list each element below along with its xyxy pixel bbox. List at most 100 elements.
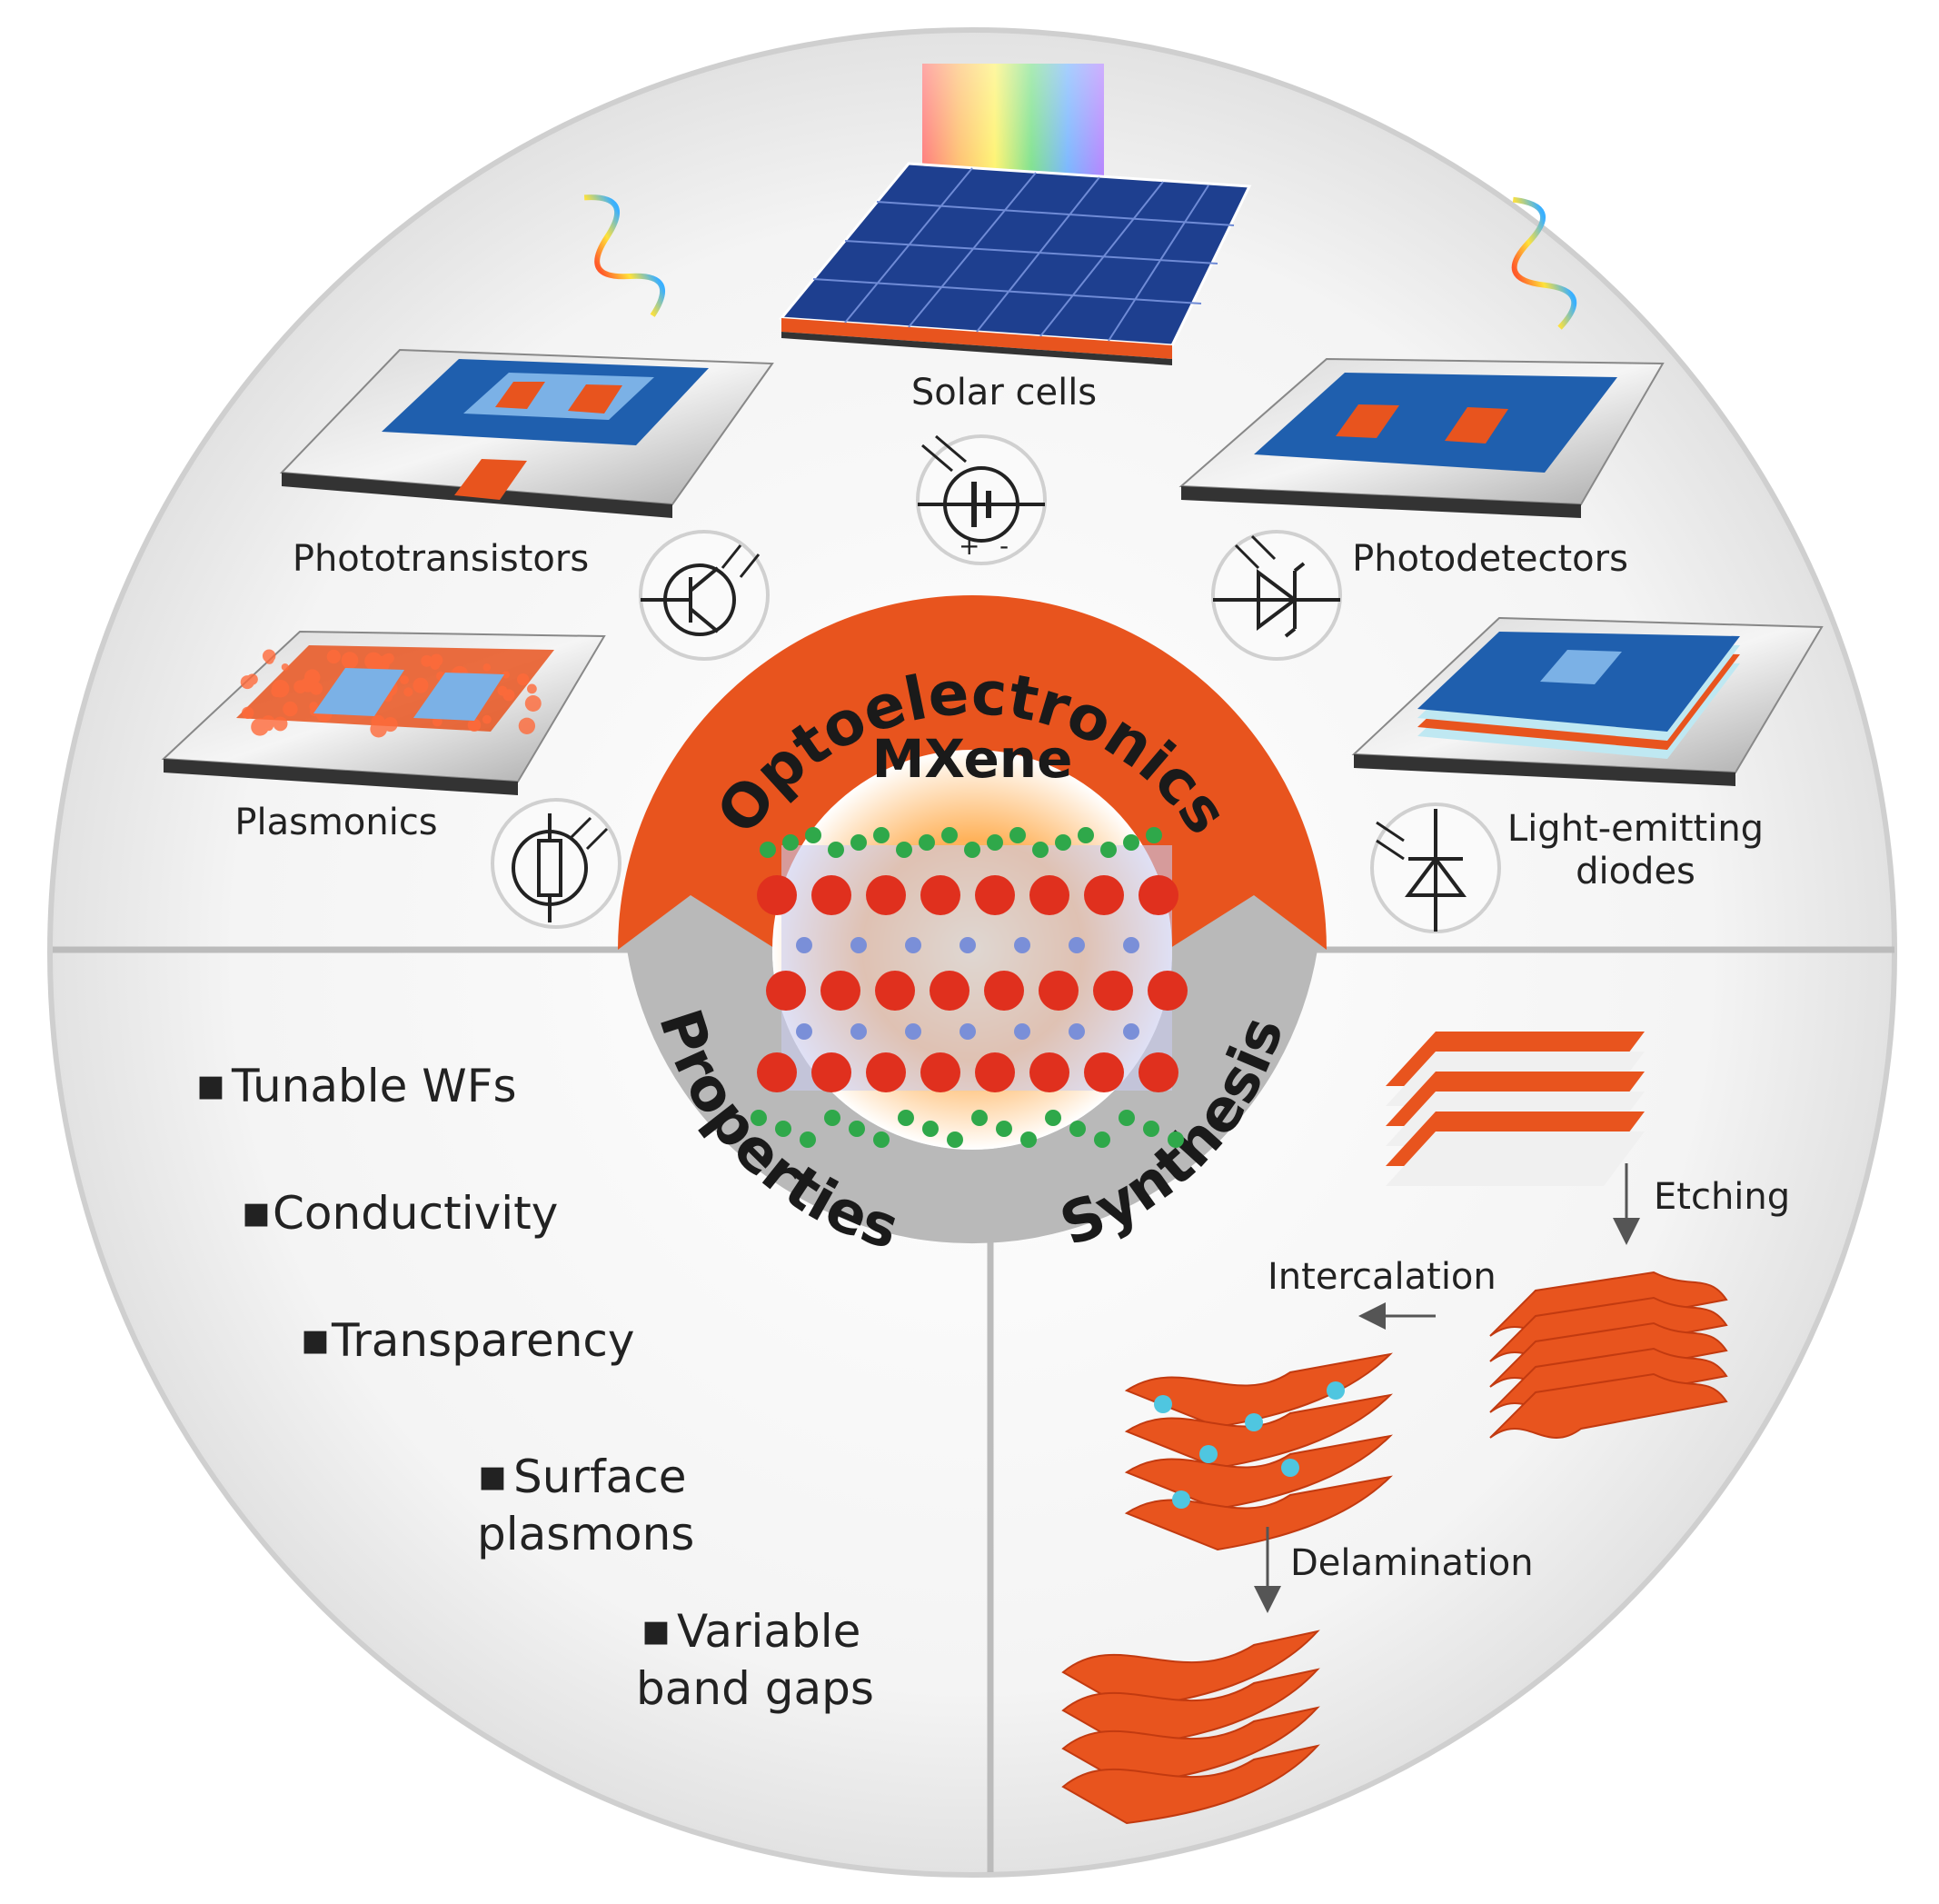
green-atom bbox=[919, 834, 935, 851]
led-label-line2: diodes bbox=[1576, 851, 1695, 892]
green-atom bbox=[760, 842, 776, 858]
plasmon-particle bbox=[482, 714, 492, 724]
red-atom bbox=[757, 875, 797, 915]
red-atom bbox=[975, 1052, 1015, 1092]
red-atom bbox=[757, 1052, 797, 1092]
property-plasmons: plasmons bbox=[477, 1508, 694, 1560]
property-bullet: ▪ bbox=[300, 1312, 331, 1365]
blue-atom bbox=[960, 937, 976, 953]
intercalated-layer bbox=[1124, 1393, 1393, 1470]
plasmon-particle bbox=[382, 653, 393, 665]
plasmonics-label: Plasmonics bbox=[234, 802, 437, 843]
blue-atom bbox=[1123, 937, 1139, 953]
red-atom bbox=[1029, 1052, 1069, 1092]
plasmon-particle bbox=[517, 673, 530, 686]
red-atom bbox=[811, 875, 851, 915]
green-atom bbox=[1069, 1121, 1086, 1137]
plasmon-particle bbox=[341, 652, 359, 669]
plasmon-particle bbox=[502, 689, 515, 702]
green-atom bbox=[898, 1110, 914, 1126]
blue-atom bbox=[905, 937, 921, 953]
red-atom bbox=[866, 1052, 906, 1092]
blue-atom bbox=[960, 1023, 976, 1040]
blue-atom bbox=[850, 937, 867, 953]
plasmon-particle bbox=[421, 654, 433, 667]
property-transparency: Transparency bbox=[331, 1314, 635, 1367]
plasmon-particle bbox=[482, 663, 492, 672]
blue-atom bbox=[1014, 1023, 1030, 1040]
blue-atom bbox=[1069, 1023, 1085, 1040]
green-atom bbox=[1045, 1110, 1061, 1126]
mxene-lattice bbox=[751, 827, 1188, 1148]
plasmon-particle bbox=[251, 718, 269, 736]
plasmon-particle bbox=[303, 669, 321, 685]
plasmon-particle bbox=[283, 701, 298, 717]
green-atom bbox=[751, 1110, 767, 1126]
property-band-gaps: band gaps bbox=[636, 1662, 874, 1715]
red-atom bbox=[930, 971, 970, 1011]
intercalation-label: Intercalation bbox=[1268, 1256, 1497, 1298]
properties-list: ▪ Tunable WFs ▪ Conductivity ▪ Transpare… bbox=[195, 1058, 874, 1715]
green-atom bbox=[1119, 1110, 1135, 1126]
plasmon-particle bbox=[273, 716, 288, 732]
green-atom bbox=[1146, 827, 1162, 843]
property-tunable-wfs: Tunable WFs bbox=[231, 1060, 517, 1112]
property-bullet: ▪ bbox=[477, 1449, 508, 1501]
green-atom bbox=[805, 827, 821, 843]
plasmon-particle bbox=[527, 683, 537, 694]
green-atom bbox=[996, 1121, 1012, 1137]
delaminated-flake bbox=[1061, 1706, 1320, 1787]
etched-multilayer bbox=[1489, 1271, 1728, 1439]
red-atom bbox=[1139, 875, 1178, 915]
green-atom bbox=[1032, 842, 1049, 858]
green-atom bbox=[1100, 842, 1117, 858]
green-atom bbox=[1123, 834, 1139, 851]
plasmon-particle bbox=[467, 718, 482, 733]
led-device bbox=[1351, 616, 1824, 786]
phototransistors-label: Phototransistors bbox=[293, 538, 589, 580]
green-atom bbox=[964, 842, 980, 858]
led-label-line1: Light-emitting bbox=[1507, 808, 1764, 850]
red-atom bbox=[920, 1052, 960, 1092]
red-atom bbox=[820, 971, 860, 1011]
plasmon-particle bbox=[281, 663, 289, 671]
green-atom bbox=[1055, 834, 1071, 851]
etching-label: Etching bbox=[1654, 1176, 1790, 1218]
blue-atom bbox=[1069, 937, 1085, 953]
green-atom bbox=[1009, 827, 1026, 843]
green-atom bbox=[800, 1131, 816, 1148]
red-atom bbox=[984, 971, 1024, 1011]
green-atom bbox=[873, 827, 890, 843]
left-arrow-notch bbox=[618, 895, 777, 950]
green-atom bbox=[849, 1121, 865, 1137]
plasmonics-symbol-icon bbox=[491, 798, 621, 929]
phototransistor-device bbox=[279, 194, 774, 518]
photodetector-symbol-icon bbox=[1211, 530, 1342, 661]
plasmon-particle bbox=[430, 660, 441, 670]
phototransistor-symbol-icon bbox=[639, 530, 770, 661]
solar-cells-label: Solar cells bbox=[911, 372, 1097, 414]
red-atom bbox=[1084, 875, 1124, 915]
plasmon-particle bbox=[518, 717, 536, 734]
svg-text:+: + bbox=[959, 531, 979, 561]
red-atom bbox=[1029, 875, 1069, 915]
plasmon-particle bbox=[271, 685, 283, 698]
red-atom bbox=[1093, 971, 1133, 1011]
green-atom bbox=[1168, 1131, 1184, 1148]
right-arrow-notch bbox=[1168, 895, 1327, 950]
intercalant-ion bbox=[1245, 1413, 1263, 1431]
intercalant-ion bbox=[1172, 1490, 1190, 1509]
blue-atom bbox=[905, 1023, 921, 1040]
red-atom bbox=[920, 875, 960, 915]
intercalant-ion bbox=[1281, 1459, 1299, 1477]
plasmon-particle bbox=[403, 687, 413, 697]
delamination-label: Delamination bbox=[1290, 1542, 1534, 1584]
property-conductivity: Conductivity bbox=[273, 1187, 558, 1240]
plasmon-particle bbox=[241, 706, 254, 719]
green-atom bbox=[1143, 1121, 1159, 1137]
red-atom bbox=[811, 1052, 851, 1092]
delaminated-flakes bbox=[1061, 1630, 1320, 1825]
plasmon-particle bbox=[400, 675, 409, 685]
etched-layer bbox=[1489, 1372, 1728, 1439]
